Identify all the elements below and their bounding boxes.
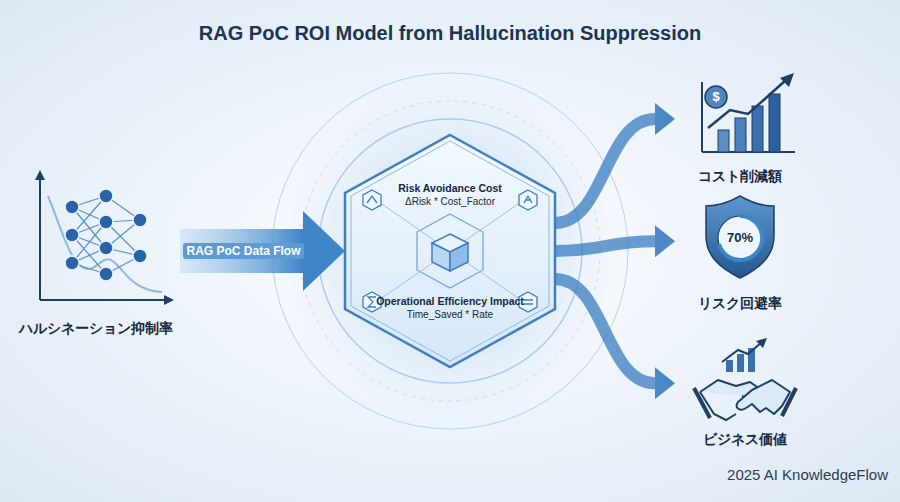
node-heading: Risk Avoidance Cost	[398, 182, 502, 195]
input-chart-icon-part	[48, 196, 162, 292]
formula-icons-part	[519, 190, 537, 210]
input-chart-icon-part-part	[65, 256, 79, 270]
node-heading: 70%	[727, 230, 753, 246]
input-chart-icon-part	[40, 299, 168, 301]
node-text: Operational Efficiency Impact	[376, 295, 524, 308]
business-value-icon-part	[722, 342, 762, 362]
cost-chart-icon	[702, 73, 795, 152]
hub-hexagon	[345, 135, 555, 367]
cost-chart-icon-part	[701, 82, 703, 152]
cost-chart-icon-part	[769, 94, 780, 152]
input-chart-icon-part-part	[133, 249, 147, 263]
input-chart-icon-part-part	[65, 200, 79, 214]
cost-chart-icon-part	[702, 151, 795, 153]
input-chart-icon	[35, 170, 174, 305]
risk-shield-icon-part	[706, 196, 774, 278]
output-arrow	[555, 279, 655, 383]
hub-cube-part	[450, 243, 468, 271]
cost-output: コスト削減額	[675, 75, 805, 185]
hub-glow-part	[318, 119, 582, 383]
input-chart-icon-part-part	[99, 215, 113, 229]
hub-hexagon-part	[417, 214, 483, 288]
hub-hexagon-part	[351, 141, 549, 361]
business-value-icon-part	[737, 354, 744, 372]
output-arrow	[555, 241, 655, 251]
business-value-icon-part	[756, 338, 767, 348]
hub-cube	[432, 234, 468, 271]
business-value-icon-part	[737, 380, 790, 414]
node-heading: ハルシネーション抑制率	[19, 320, 173, 337]
node-heading: コスト削減額	[698, 168, 782, 185]
cost-chart-icon-part	[780, 73, 794, 87]
node-heading: ビジネス価値	[703, 431, 787, 448]
input-chart-icon-part-part	[99, 267, 113, 281]
risk-output: 70% リスク回避率	[675, 190, 805, 312]
currency-symbol: $	[712, 89, 719, 105]
input-metric: ハルシネーション抑制率	[12, 165, 180, 337]
risk-shield-icon	[706, 196, 774, 278]
cost-chart-icon-part	[705, 86, 727, 108]
node-text: ΔRisk * Cost_Factor	[405, 196, 495, 208]
input-chart-icon-part-part	[99, 241, 113, 255]
formula-icons-part	[367, 196, 377, 203]
formula-icons-part	[523, 300, 533, 304]
input-chart-icon-part-part	[99, 189, 113, 203]
business-value-icon-part	[694, 388, 710, 418]
input-chart-icon-part	[164, 295, 174, 305]
input-chart-icon-part-part	[65, 228, 79, 242]
hub-cube-part	[432, 243, 450, 271]
output-arrow	[555, 119, 655, 223]
cost-chart-icon-part	[752, 106, 763, 152]
business-value-icon-part	[726, 360, 733, 372]
business-value-icon	[694, 338, 796, 420]
business-value-icon-part	[782, 388, 796, 416]
cost-chart-icon-part	[735, 118, 746, 152]
node-text: Time_Saved * Rate	[407, 309, 493, 321]
formula-icons-part	[524, 196, 532, 203]
cost-chart-icon-part	[718, 130, 729, 152]
value-output: ビジネス価値	[675, 340, 815, 448]
formula-icons	[363, 190, 537, 312]
footer-credit: 2025 AI KnowledgeFlow	[727, 466, 888, 484]
formula-icons-part	[368, 297, 376, 307]
input-chart-icon-part-part	[133, 213, 147, 227]
risk-shield-icon-part	[719, 216, 762, 260]
roi-hub-hexagon: Risk Avoidance CostΔRisk * Cost_FactorOp…	[345, 135, 555, 367]
node-text: リスク回避率	[698, 295, 782, 312]
data-flow-arrow	[180, 229, 303, 273]
diagram-title: RAG PoC ROI Model from Hallucination Sup…	[0, 22, 900, 45]
input-chart-icon-part	[65, 189, 147, 281]
formula-icons-part	[363, 190, 381, 210]
risk-shield-icon-part	[718, 216, 762, 260]
input-chart-icon-part	[72, 196, 140, 274]
input-chart-icon-part	[35, 170, 45, 180]
input-chart-icon-part	[39, 176, 41, 300]
hub-hexagon-part	[345, 135, 555, 367]
flow-label: RAG PoC Data Flow	[183, 243, 303, 259]
